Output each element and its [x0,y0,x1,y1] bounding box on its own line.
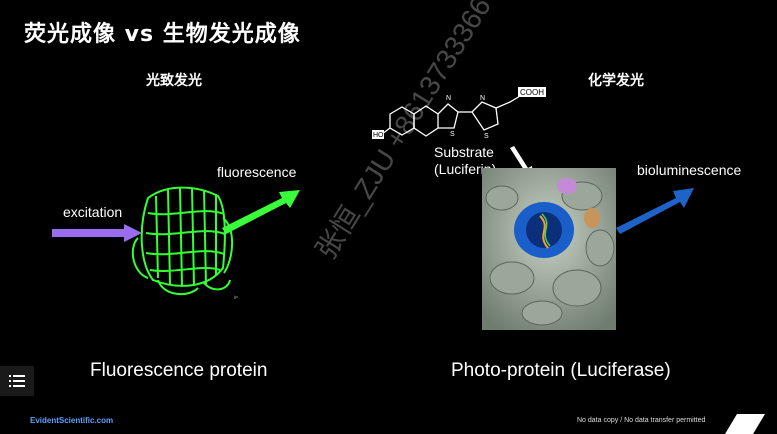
n-label-2: N [480,95,485,102]
s-label-1: S [450,131,455,138]
substrate-name-label: (Luciferin) [434,161,497,177]
luciferase-surface-image [482,168,616,330]
protein-structure-image: [pdb] [131,186,238,299]
excitation-arrow [52,224,142,242]
brand-logo-icon [725,414,765,434]
menu-list-icon [9,375,25,387]
n-label-1: N [446,95,451,102]
left-caption: Fluorescence protein [90,360,268,381]
ho-label: HO [373,132,384,139]
s-label-2: S [484,133,489,140]
bioluminescence-arrow [616,188,694,234]
bioluminescence-label: bioluminescence [637,162,742,178]
right-caption: Photo-protein (Luciferase) [451,360,671,381]
slide-title: 荧光成像 vs 生物发光成像 [24,22,301,47]
svg-text:[pdb]: [pdb] [234,294,238,299]
right-heading: 化学发光 [588,73,644,89]
left-heading: 光致发光 [146,73,202,89]
source-link[interactable]: EvidentScientific.com [30,416,114,425]
excitation-label: excitation [63,204,123,220]
substrate-label: Substrate [434,144,494,160]
copy-notice: No data copy / No data transfer permitte… [577,417,706,424]
fluorescence-label: fluorescence [217,164,297,180]
luciferin-molecule-structure: COOH HO N N S S [372,87,546,140]
fluorescence-arrow [222,190,300,234]
menu-button[interactable] [0,366,34,396]
cooh-label: COOH [520,88,544,97]
